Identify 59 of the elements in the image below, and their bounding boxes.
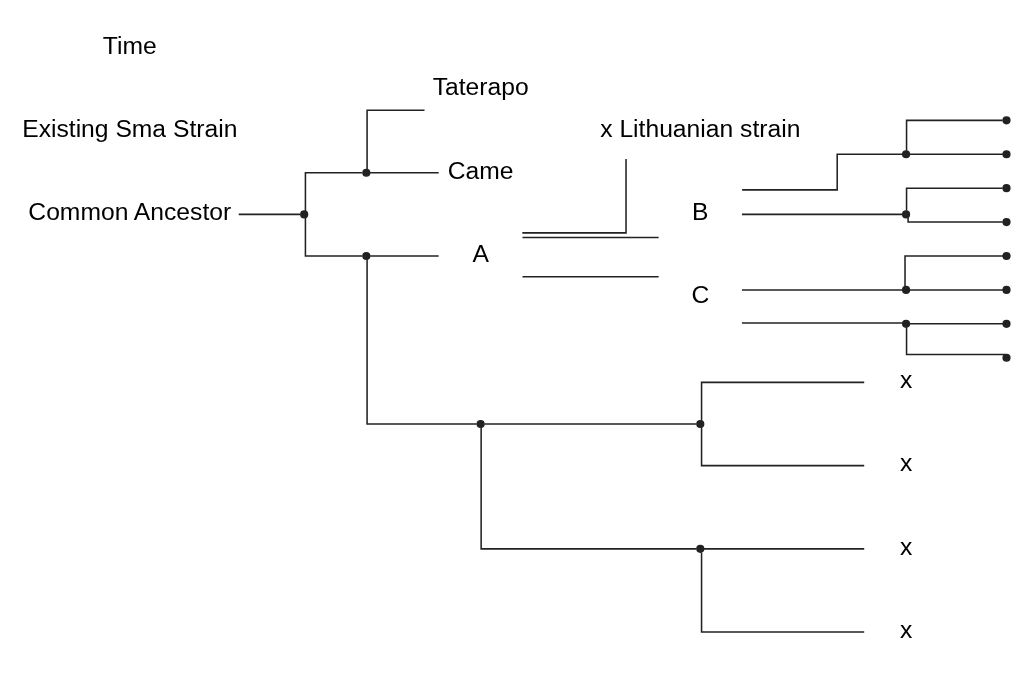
node-point xyxy=(1002,184,1011,193)
connector xyxy=(908,153,1004,156)
connector xyxy=(905,187,1004,212)
node-point xyxy=(1002,251,1011,261)
connector xyxy=(907,216,1004,223)
connector xyxy=(908,323,1004,325)
node-point xyxy=(362,251,371,261)
connector xyxy=(905,119,1004,152)
node-point xyxy=(901,319,911,328)
connector xyxy=(238,213,302,216)
node-point xyxy=(476,419,485,429)
connector xyxy=(369,172,440,174)
connector xyxy=(700,551,865,633)
node-text: x xyxy=(899,532,913,560)
label: Time xyxy=(102,31,157,59)
connector xyxy=(904,255,1004,288)
connector xyxy=(366,258,478,425)
node-point xyxy=(1002,319,1011,328)
node-point xyxy=(362,168,371,177)
connector xyxy=(741,153,904,191)
label: Existing Sma Strain xyxy=(22,115,238,142)
connector xyxy=(703,548,865,550)
node-text: x xyxy=(899,449,913,477)
node-text: x xyxy=(899,615,913,643)
node-point xyxy=(901,150,911,159)
node-text: Came xyxy=(447,156,514,184)
node-text: Taterapo xyxy=(432,73,529,101)
node-point xyxy=(1002,285,1011,294)
node-point xyxy=(901,210,911,219)
connector xyxy=(304,172,364,212)
connector xyxy=(905,326,1007,356)
connector xyxy=(521,158,627,234)
node-point xyxy=(1002,116,1011,125)
node-point xyxy=(696,419,705,429)
node-point xyxy=(1002,150,1011,159)
connector xyxy=(741,322,904,324)
connector xyxy=(521,276,660,278)
node-text: x xyxy=(899,366,913,394)
node-point xyxy=(1002,218,1011,227)
connector xyxy=(741,289,904,291)
connector xyxy=(369,255,440,257)
connector xyxy=(700,381,865,422)
node-point xyxy=(300,210,309,219)
node-point xyxy=(1002,353,1011,362)
node-text: Common Ancestor xyxy=(28,198,232,226)
connector xyxy=(304,216,364,257)
node-point xyxy=(696,544,705,553)
connector xyxy=(483,423,698,425)
node-text: x Lithuanian strain xyxy=(600,115,801,142)
connector xyxy=(366,109,426,171)
connector xyxy=(700,426,865,467)
node-text: A xyxy=(472,239,489,267)
node-point xyxy=(901,285,911,294)
node-text: C xyxy=(691,281,710,309)
connector xyxy=(480,426,698,550)
connector xyxy=(741,213,904,216)
node-text: B xyxy=(692,198,709,226)
connector xyxy=(908,289,1004,291)
connector xyxy=(521,236,660,239)
